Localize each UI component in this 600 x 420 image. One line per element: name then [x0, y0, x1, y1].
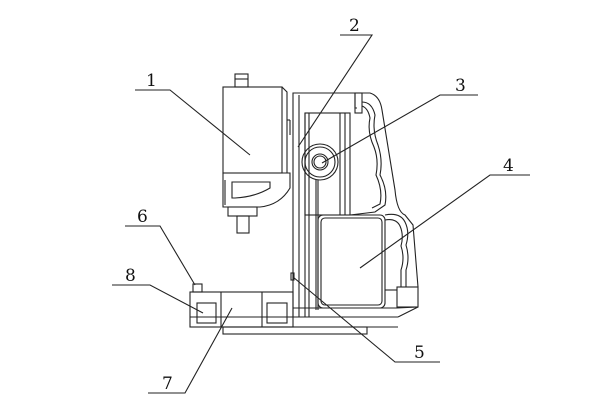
spindle-neck — [227, 206, 258, 217]
base-block-7 — [189, 291, 294, 328]
base — [189, 283, 419, 335]
motor-top-knob — [234, 73, 249, 88]
column — [290, 92, 363, 317]
part-3-wheel — [301, 143, 339, 181]
label-6: 6 — [137, 207, 148, 227]
base-strip — [222, 326, 368, 335]
part-6-stub — [192, 283, 203, 293]
side-arm — [349, 92, 419, 288]
label-7: 7 — [162, 374, 173, 394]
connector-box — [396, 286, 419, 308]
label-2: 2 — [349, 16, 360, 36]
motor-unit — [222, 73, 291, 234]
spindle — [236, 215, 250, 234]
label-1: 1 — [146, 71, 157, 91]
drill-head — [222, 172, 291, 208]
base-slot-right — [266, 302, 288, 324]
motor-side-rail — [281, 86, 288, 173]
part-5-marker — [290, 272, 295, 281]
base-slot-8 — [196, 302, 217, 324]
label-5: 5 — [414, 343, 425, 363]
motor-housing — [222, 86, 283, 174]
leader-lines — [112, 34, 530, 394]
column-cap — [354, 92, 363, 114]
label-3: 3 — [455, 76, 466, 96]
label-8: 8 — [125, 266, 136, 286]
label-4: 4 — [503, 156, 514, 176]
